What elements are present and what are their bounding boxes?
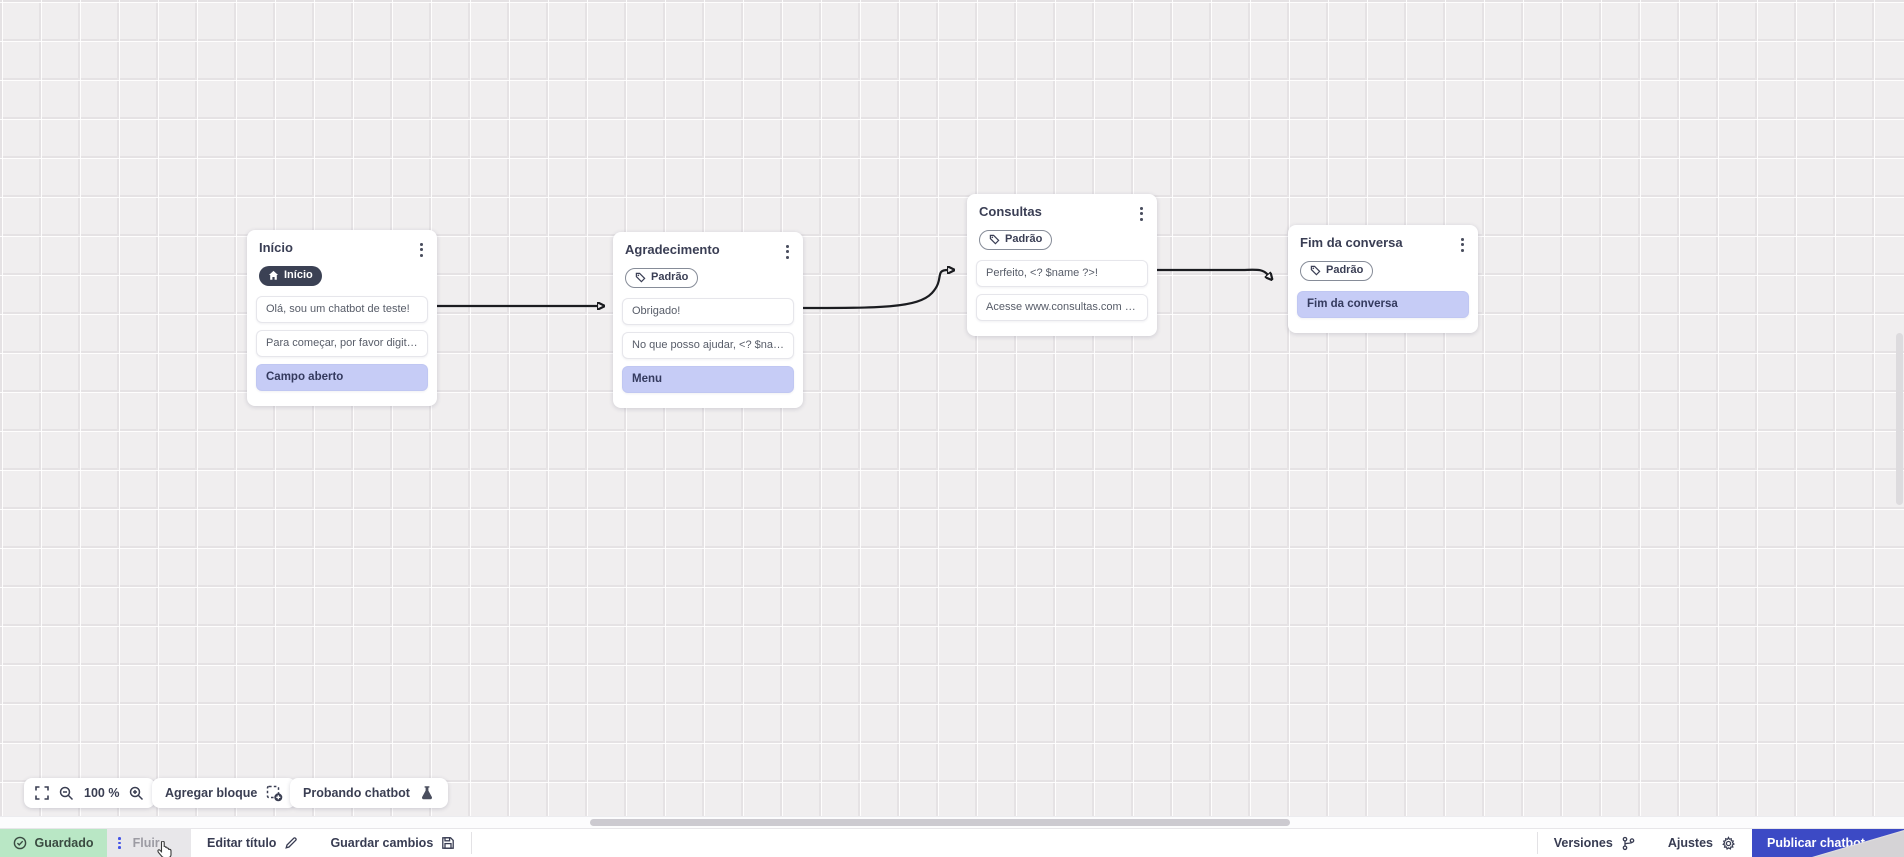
zoom-level: 100 % [84,786,120,800]
zoom-toolbar: 100 % [24,778,156,808]
vertical-scrollbar[interactable] [1896,333,1903,505]
horizontal-scrollbar-track [0,816,1904,828]
tag-icon [1310,265,1321,276]
flow-node-inicio[interactable]: Início Início Olá, sou um chatbot de tes… [247,230,437,406]
node-menu-button[interactable] [1455,235,1470,255]
save-icon [442,837,455,849]
edit-title-button[interactable]: Editar título [191,829,314,857]
zoom-out-icon [59,786,74,800]
statusbar-divider [471,832,473,854]
edit-title-label: Editar título [207,836,277,850]
node-badge-label: Padrão [1005,232,1043,245]
node-menu-button[interactable] [414,240,429,260]
settings-button[interactable]: Ajustes [1652,829,1752,857]
node-title: Agradecimento [625,242,720,257]
pencil-icon [285,837,298,849]
tab-fluir[interactable]: Fluir [107,829,191,857]
save-status-label: Guardado [34,836,94,850]
node-badge-inicio: Início [259,265,322,286]
node-title: Consultas [979,204,1042,219]
statusbar-spacer [472,829,1536,857]
flow-menu-button[interactable] [118,836,121,850]
node-menu-button[interactable] [1134,204,1149,224]
branch-icon [1622,836,1635,850]
node-badge-label: Padrão [651,270,689,283]
flow-canvas[interactable]: Início Início Olá, sou um chatbot de tes… [0,0,1904,828]
node-badge-label: Padrão [1326,263,1364,276]
flask-icon [421,786,432,800]
zoom-out-button[interactable] [59,786,74,801]
horizontal-scrollbar[interactable] [590,819,1290,826]
node-badge-label: Início [284,268,313,281]
connector-arrow [802,270,948,310]
flow-connectors [437,0,1904,828]
gear-icon [1722,835,1735,850]
node-title: Início [259,240,293,255]
node-title: Fim da conversa [1300,235,1403,250]
versions-button[interactable]: Versiones [1538,829,1652,857]
node-menu-row[interactable]: Menu [622,365,794,393]
node-message-row[interactable]: Obrigado! [622,297,794,325]
flow-node-agradecimento[interactable]: Agradecimento Padrão Obrigado! No que po… [613,232,803,408]
node-message-row[interactable]: Para começar, por favor digite o ... [256,329,428,357]
node-end-row[interactable]: Fim da conversa [1297,290,1469,318]
home-icon [268,270,279,280]
statusbar: Guardado Fluir Editar título Guardar cam… [0,828,1904,857]
settings-label: Ajustes [1667,836,1713,850]
check-circle-icon [14,836,27,850]
node-message-row[interactable]: Olá, sou um chatbot de teste! [256,295,428,323]
tag-icon [989,234,1000,245]
test-chatbot-label: Probando chatbot [303,786,410,800]
add-block-label: Agregar bloque [165,786,258,800]
flow-tab-label: Fluir [132,836,160,850]
save-status-badge: Guardado [0,829,107,857]
flow-node-consultas[interactable]: Consultas Padrão Perfeito, <? $name ?>! … [967,194,1157,336]
test-chatbot-button[interactable]: Probando chatbot [290,778,448,808]
add-block-button[interactable]: Agregar bloque [152,778,297,808]
node-open-field-row[interactable]: Campo aberto [256,363,428,391]
node-message-row[interactable]: Acesse www.consultas.com par... [976,293,1148,321]
flow-node-fim[interactable]: Fim da conversa Padrão Fim da conversa [1288,225,1478,333]
publish-label: Publicar chatbot [1767,836,1865,850]
fullscreen-icon [35,786,49,800]
node-message-row[interactable]: Perfeito, <? $name ?>! [976,259,1148,287]
connector-arrow [1157,268,1268,275]
zoom-in-button[interactable] [129,786,144,801]
add-block-icon [267,785,283,801]
node-badge-padrao: Padrão [625,267,699,288]
node-badge-padrao: Padrão [979,229,1053,250]
versions-label: Versiones [1553,836,1613,850]
node-menu-button[interactable] [780,242,795,262]
statusbar-divider [1536,832,1538,854]
fullscreen-button[interactable] [35,786,49,800]
save-changes-button[interactable]: Guardar cambios [314,829,471,857]
tag-icon [635,272,646,283]
save-changes-label: Guardar cambios [330,836,434,850]
zoom-in-icon [130,786,144,800]
node-badge-padrao: Padrão [1300,260,1374,281]
node-message-row[interactable]: No que posso ajudar, <? $name ... [622,331,794,359]
